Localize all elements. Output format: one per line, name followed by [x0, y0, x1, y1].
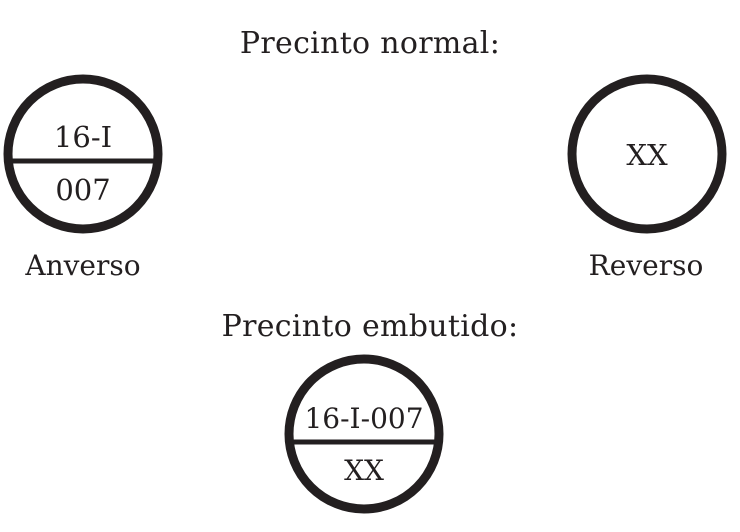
reverse-seal: XX [567, 74, 727, 234]
reverse-seal-center-text: XX [626, 138, 668, 172]
obverse-seal-bottom-text: 007 [55, 173, 110, 207]
reverse-seal-ring [567, 74, 727, 234]
embedded-seal-bottom-text: XX [344, 454, 384, 487]
embedded-seal: 16-I-007 XX [284, 354, 444, 514]
obverse-seal-top-text: 16-I [54, 120, 112, 154]
obverse-seal-ring [3, 74, 163, 234]
reverse-caption: Reverso [588, 249, 704, 282]
normal-seal-heading: Precinto normal: [239, 26, 501, 61]
obverse-caption: Anverso [25, 249, 141, 282]
embedded-seal-top-text: 16-I-007 [304, 402, 423, 435]
embedded-seal-heading: Precinto embutido: [221, 309, 519, 344]
embedded-seal-ring [284, 354, 444, 514]
obverse-seal: 16-I 007 [3, 74, 163, 234]
